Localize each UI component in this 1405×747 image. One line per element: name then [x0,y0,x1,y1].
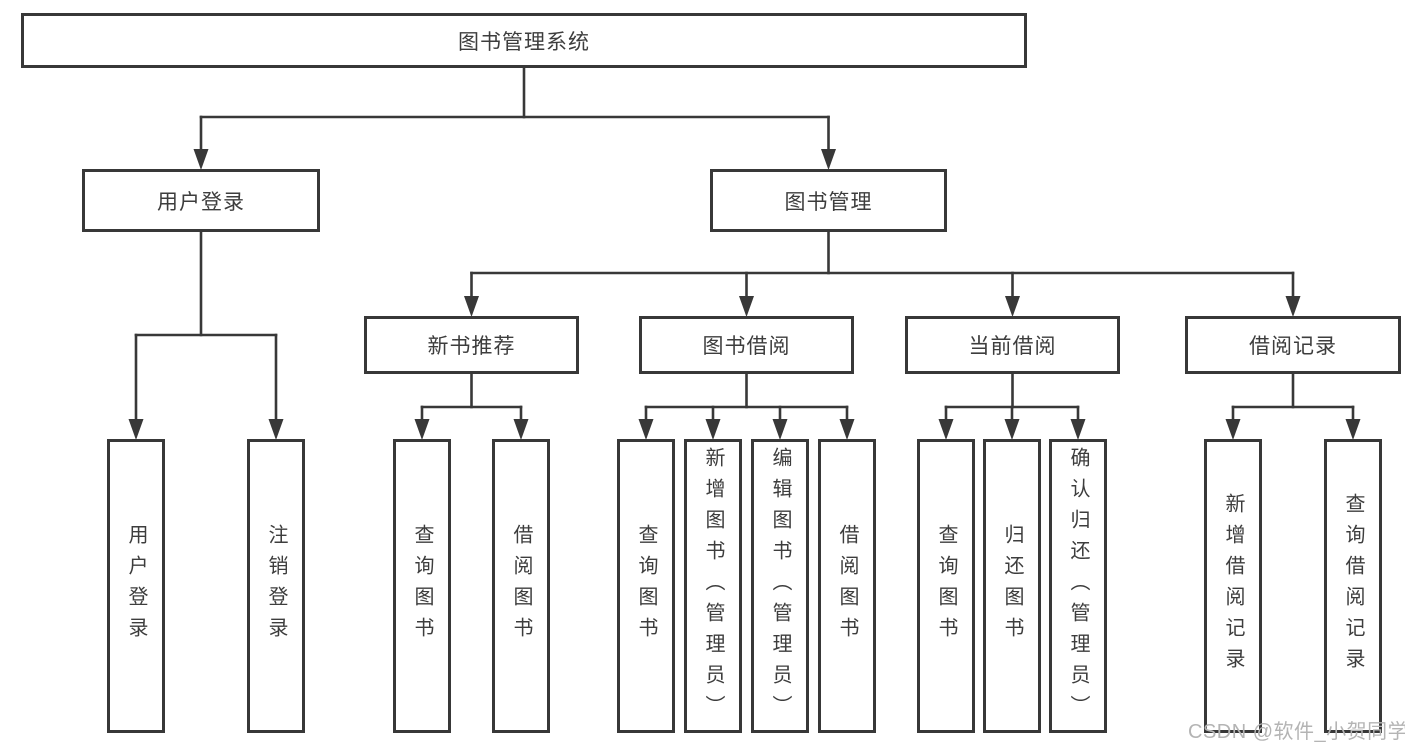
node-cb-query: 查询图书 [917,439,975,733]
node-bb-add: 新增图书（管理员） [684,439,742,733]
connectors-from-borrow-records [1225,372,1361,440]
node-logout-action: 注销登录 [247,439,305,733]
node-bb-borrow: 借阅图书 [818,439,876,733]
node-system: 图书管理系统 [21,13,1027,68]
connectors-from-current-borrow [938,372,1086,440]
node-nb-query: 查询图书 [393,439,451,733]
connectors-from-system [193,66,836,170]
node-br-add: 新增借阅记录 [1204,439,1262,733]
connectors-from-book-mgmt [464,230,1301,317]
node-nb-borrow: 借阅图书 [492,439,550,733]
node-cb-return: 归还图书 [983,439,1041,733]
connectors-from-new-book-rec [414,372,529,440]
node-borrow-records: 借阅记录 [1185,316,1401,374]
node-user-login: 用户登录 [82,169,320,232]
node-bb-query: 查询图书 [617,439,675,733]
connectors-from-user-login [128,230,284,440]
node-login-action: 用户登录 [107,439,165,733]
node-current-borrow: 当前借阅 [905,316,1120,374]
node-book-borrow: 图书借阅 [639,316,854,374]
node-br-query: 查询借阅记录 [1324,439,1382,733]
node-cb-confirm: 确认归还（管理员） [1049,439,1107,733]
node-bb-edit: 编辑图书（管理员） [751,439,809,733]
node-new-book-rec: 新书推荐 [364,316,579,374]
node-book-mgmt: 图书管理 [710,169,947,232]
connectors-from-book-borrow [638,372,855,440]
